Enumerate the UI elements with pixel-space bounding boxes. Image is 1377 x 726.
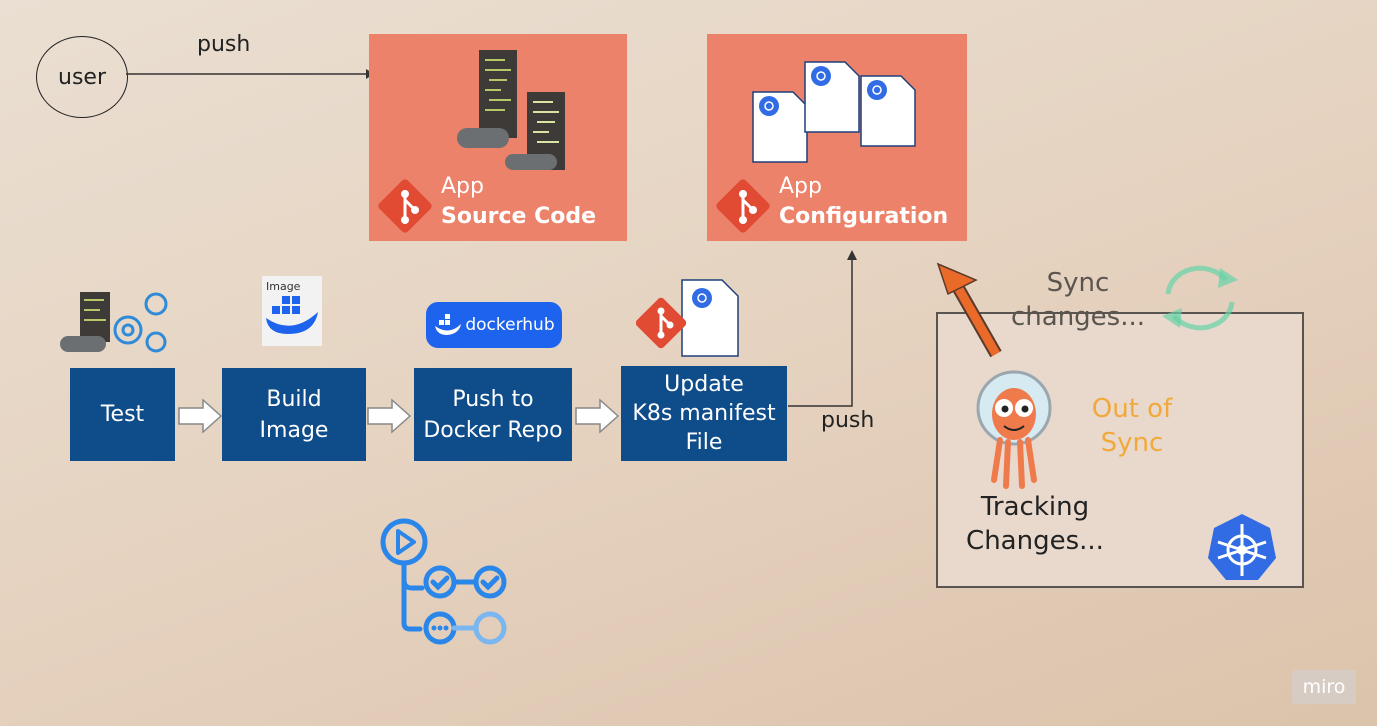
step-build-image: Build Image: [222, 368, 366, 461]
sync-cycle-icon: [1162, 265, 1238, 331]
tracking-changes-label: Tracking Changes...: [966, 492, 1104, 556]
k8s-config-files-icon: [752, 61, 916, 163]
miro-watermark: miro: [1292, 670, 1356, 704]
step-update-manifest-label: Update K8s manifest File: [632, 372, 776, 455]
user-push-arrow: [126, 69, 374, 79]
push-label-pipeline: push: [821, 408, 875, 433]
sync-changes-label: Sync changes...: [1010, 268, 1146, 332]
step-build-image-label: Build Image: [259, 386, 329, 443]
arrow-icon: [575, 398, 620, 434]
source-code-files-icon: [457, 50, 565, 170]
github-actions-icon: [380, 518, 507, 645]
git-manifest-icon: [636, 279, 739, 357]
dockerhub-logo: dockerhub: [426, 302, 562, 348]
step-update-manifest: Update K8s manifest File: [621, 366, 787, 461]
kubernetes-icon: [1208, 514, 1276, 580]
git-logo-icon: [378, 179, 432, 233]
git-logo-icon: [716, 179, 770, 233]
user-label: user: [58, 64, 106, 90]
sync-arrow: [936, 262, 1002, 358]
out-of-sync-status: Out of Sync: [1091, 394, 1173, 458]
user-node: user: [36, 36, 128, 118]
docker-whale-icon: [435, 314, 462, 335]
image-label: Image: [266, 280, 301, 293]
dockerhub-label: dockerhub: [465, 315, 555, 335]
configuration-title-line1: App: [779, 174, 822, 199]
step-push-docker-label: Push to Docker Repo: [423, 386, 563, 443]
image-container-icon: [262, 276, 322, 346]
configuration-title: App Configuration: [779, 172, 948, 232]
source-code-repo-card: App Source Code: [369, 34, 627, 241]
step-test-label: Test: [100, 402, 145, 427]
configuration-repo-card: App Configuration: [707, 34, 967, 241]
step-push-docker: Push to Docker Repo: [414, 368, 572, 461]
argo-octopus-icon: [976, 370, 1052, 489]
step-test: Test: [70, 368, 175, 461]
arrow-icon: [178, 398, 223, 434]
source-code-title: App Source Code: [441, 172, 596, 232]
source-code-title-line1: App: [441, 174, 484, 199]
manifest-push-arrow: [788, 250, 857, 407]
source-code-title-line2: Source Code: [441, 204, 597, 229]
push-label-top: push: [197, 32, 251, 57]
test-gears-icon: [60, 292, 168, 353]
arrow-icon: [367, 398, 412, 434]
configuration-title-line2: Configuration: [779, 204, 949, 229]
